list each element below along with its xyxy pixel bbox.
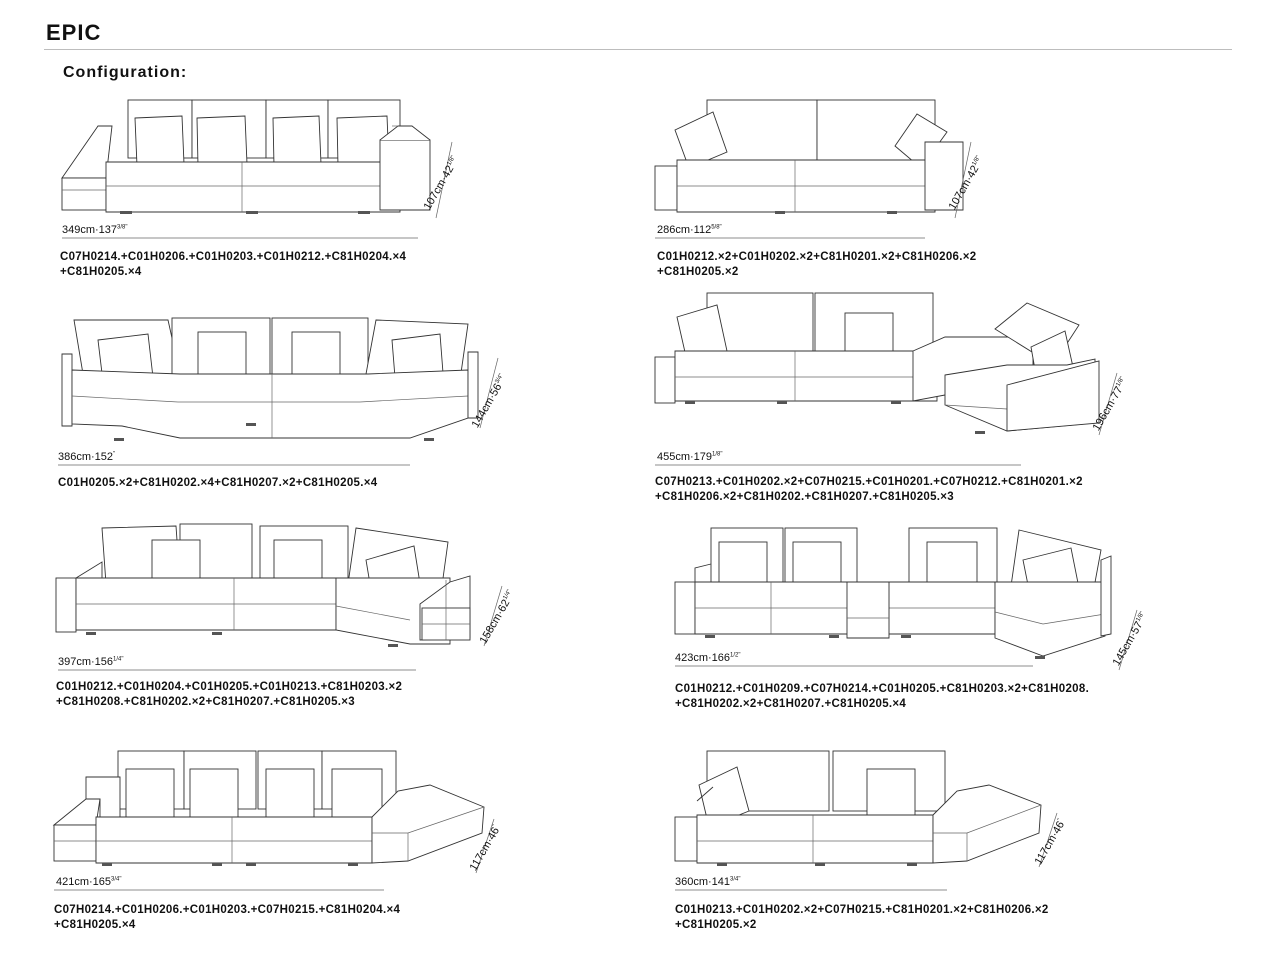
configuration-6: 423cm·1661/2" 145cm·571/8" C01H0212.+C01… [655, 520, 1215, 740]
width-fraction-5: 1/4" [113, 656, 124, 663]
code-line-8-2: +C81H0205.×2 [675, 919, 757, 931]
sofa-drawing-4 [654, 292, 1118, 466]
width-label-8: 360cm·141 [675, 876, 731, 888]
code-line-5-2: +C81H0208.+C81H0202.×2+C81H0207.+C81H020… [56, 696, 356, 708]
configuration-3: 386cm·152" 144cm·563/4" C01H0205.×2+C81H… [40, 310, 600, 530]
code-line-5-1: C01H0212.+C01H0204.+C01H0205.+C01H0213.+… [56, 681, 403, 693]
sofa-drawing-8 [674, 750, 1058, 891]
sofa-drawing-1 [61, 99, 453, 239]
width-label-2: 286cm·112 [657, 224, 712, 236]
code-line-6-1: C01H0212.+C01H0209.+C07H0214.+C01H0205.+… [675, 683, 1090, 695]
width-label-1: 349cm·137 [62, 224, 118, 236]
code-line-2-2: +C81H0205.×2 [657, 266, 739, 278]
code-line-1-2: +C81H0205.×4 [60, 266, 142, 278]
code-line-6-2: +C81H0202.×2+C81H0207.+C81H0205.×4 [675, 698, 907, 710]
configuration-8: 360cm·1413/4" 117cm·46" C01H0213.+C01H02… [655, 745, 1215, 965]
width-label-4: 455cm·179 [657, 451, 713, 463]
brand-title: EPIC [46, 20, 102, 45]
width-fraction-2: 5/8" [711, 224, 722, 231]
sofa-drawing-5 [55, 523, 503, 671]
code-line-8-1: C01H0213.+C01H0202.×2+C07H0215.+C81H0201… [675, 904, 1049, 916]
width-label-5: 397cm·156 [58, 656, 114, 668]
width-fraction-1: 3/8" [117, 224, 128, 231]
width-fraction-4: 1/8" [712, 451, 723, 458]
configuration-2: 286cm·1125/8" 107cm·421/8" C01H0212.×2+C… [654, 90, 1215, 310]
width-label-3: 386cm·152 [58, 451, 114, 463]
sofa-drawing-6 [674, 527, 1138, 671]
width-fraction-8: 3/4" [730, 876, 741, 883]
width-label-7: 421cm·165 [56, 876, 112, 888]
code-line-7-1: C07H0214.+C01H0206.+C01H0203.+C07H0215.+… [54, 904, 401, 916]
configuration-7: 421cm·1653/4" 117cm·46" C07H0214.+C01H02… [40, 745, 600, 965]
section-heading: Configuration: [63, 64, 188, 81]
configuration-1: 349cm·1373/8" 107cm·421/8" C07H0214.+C01… [40, 90, 600, 310]
configuration-5: 397cm·1561/4" 158cm·621/4" C01H0212.+C01… [40, 518, 600, 738]
code-line-3-1: C01H0205.×2+C81H0202.×4+C81H0207.×2+C81H… [58, 477, 378, 489]
code-line-4-2: +C81H0206.×2+C81H0202.+C81H0207.+C81H020… [655, 491, 955, 503]
code-line-1-1: C07H0214.+C01H0206.+C01H0203.+C01H0212.+… [60, 251, 407, 263]
width-fraction-3: " [113, 451, 116, 458]
code-line-2-1: C01H0212.×2+C01H0202.×2+C81H0201.×2+C81H… [657, 251, 977, 263]
header-divider [44, 49, 1232, 50]
code-line-4-1: C07H0213.+C01H0202.×2+C07H0215.+C01H0201… [655, 476, 1083, 488]
width-fraction-6: 1/2" [730, 652, 741, 659]
sofa-drawing-3 [58, 317, 499, 466]
sofa-drawing-2 [654, 99, 972, 239]
width-label-6: 423cm·166 [675, 652, 731, 664]
configuration-4: 455cm·1791/8" 196cm·771/8" C07H0213.+C01… [654, 285, 1215, 505]
width-fraction-7: 3/4" [111, 876, 122, 883]
sofa-drawing-7 [52, 750, 495, 891]
code-line-7-2: +C81H0205.×4 [54, 919, 136, 931]
